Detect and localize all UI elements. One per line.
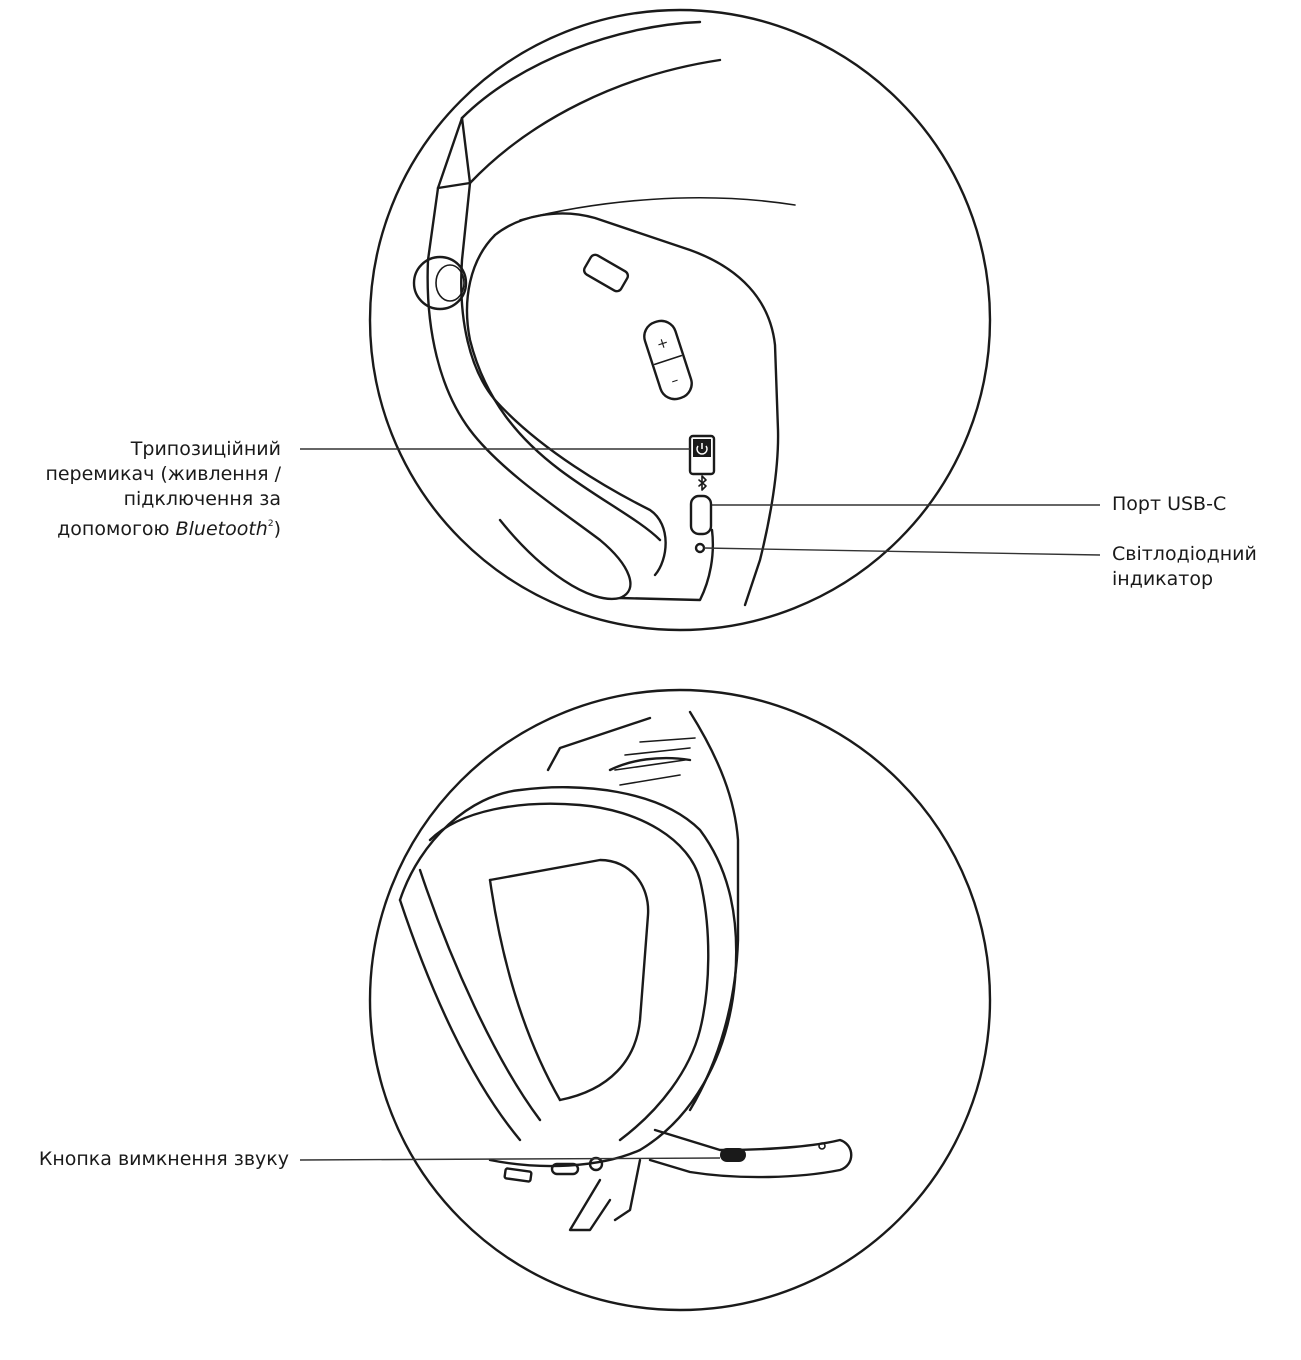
headband-inner <box>436 58 722 190</box>
usb-c-port[interactable] <box>689 494 713 536</box>
top-detail-view: + – <box>300 8 1101 632</box>
bluetooth-icon <box>698 475 707 491</box>
back-cushion <box>519 197 796 221</box>
volume-rocker[interactable]: + – <box>640 317 695 403</box>
usb-port-label: Порт USB-C <box>1112 493 1227 515</box>
power-icon <box>696 443 708 455</box>
top-slot-button[interactable] <box>582 253 630 293</box>
led-leader <box>703 547 1101 556</box>
earcup-edge <box>465 233 662 542</box>
mute-button[interactable] <box>720 1148 746 1162</box>
slider-grips <box>614 737 696 786</box>
volume-up-icon: + <box>655 334 671 353</box>
mic-hole <box>818 1142 826 1150</box>
volume-down-icon: – <box>669 372 681 389</box>
headband-arm-outer <box>426 186 472 432</box>
headband-top <box>460 20 702 120</box>
mute-button-label: Кнопка вимкнення звуку <box>38 1148 289 1170</box>
mute-slider[interactable] <box>503 1167 533 1183</box>
bottom-usb-port[interactable] <box>550 1162 580 1176</box>
mic-boom <box>648 1128 853 1179</box>
bottom-detail-view <box>299 688 992 1312</box>
mute-leader <box>299 1157 721 1161</box>
earcup-shell <box>493 212 780 607</box>
ear-cushion-outer <box>398 786 738 1152</box>
cushion-opening <box>488 858 650 1102</box>
hinge-knob <box>412 255 468 311</box>
led-indicator <box>694 542 706 554</box>
led-label: Світлодіодний індикатор <box>1112 543 1257 590</box>
headband-arm <box>688 710 740 1112</box>
ear-cushion <box>468 428 632 601</box>
top-detail-circle <box>368 8 992 632</box>
bottom-detail-circle <box>368 688 992 1312</box>
switch-label: Трипозиційний перемикач (живлення / підк… <box>45 438 281 540</box>
power-bluetooth-switch[interactable] <box>688 434 716 476</box>
